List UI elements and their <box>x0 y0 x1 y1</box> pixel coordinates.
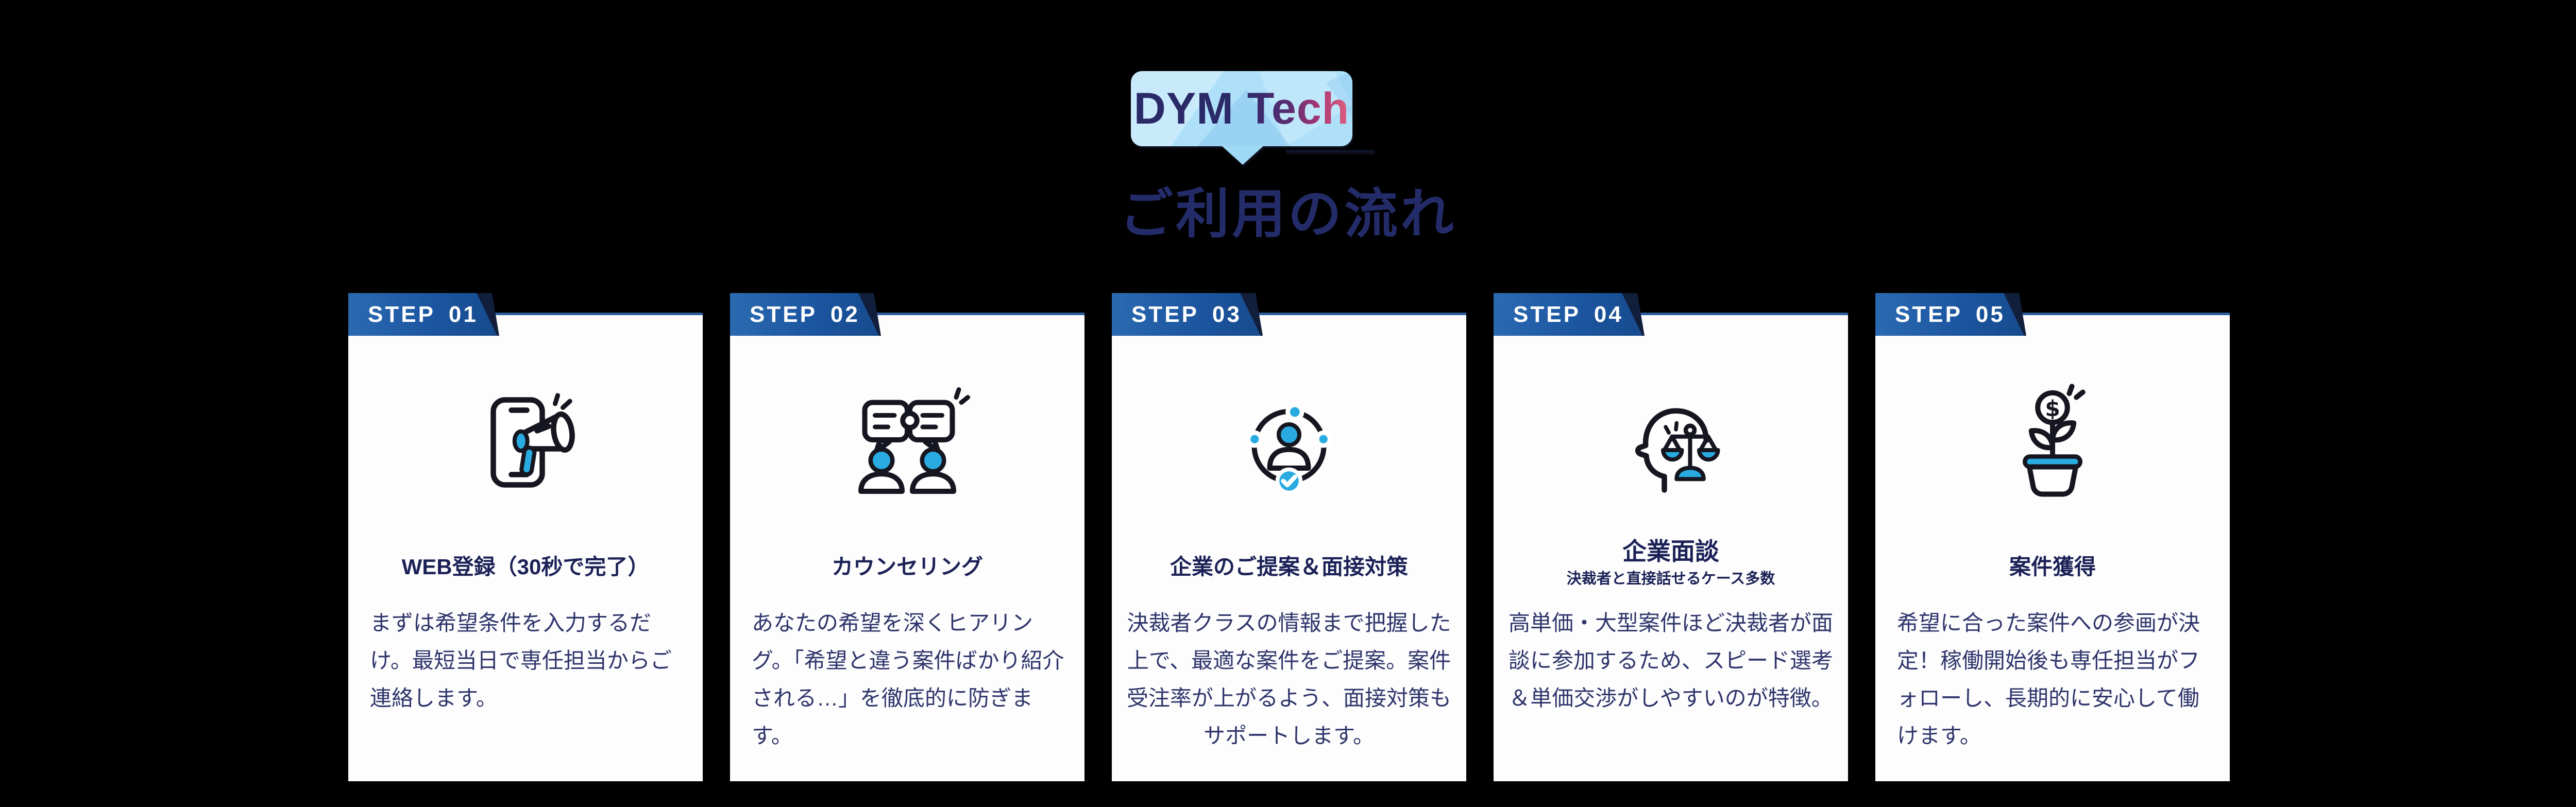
step-number: 01 <box>448 301 478 327</box>
step-card-01: STEP 01 WEB登録（30秒で完了） まずは希望条件を入力するだけ。最短当… <box>348 293 703 781</box>
step-banner: STEP 01 <box>348 293 497 336</box>
step-number: 04 <box>1594 301 1623 327</box>
step-banner: STEP 02 <box>730 293 879 336</box>
logo-bubble-tail <box>1221 145 1264 165</box>
money-plant-icon: $ <box>1875 370 2230 514</box>
step-label: STEP <box>1131 301 1199 327</box>
logo-dym: DYM <box>1133 83 1234 133</box>
card-body <box>1112 313 1466 781</box>
step-card-03: STEP 03 企業のご提案＆面接対策 決裁者クラスの情報まで把握した上で、最適… <box>1112 293 1466 781</box>
step-banner: STEP 03 <box>1112 293 1261 336</box>
step-title: 企業のご提案＆面接対策 <box>1170 555 1408 579</box>
step-label: STEP <box>368 301 435 327</box>
step-label: STEP <box>1513 301 1581 327</box>
phone-megaphone-icon <box>348 370 703 514</box>
step-label: STEP <box>750 301 817 327</box>
logo-bubble: DYM Tech <box>1131 71 1374 165</box>
logo-bubble-background <box>1131 71 1352 146</box>
step-card-02: STEP 02 カウンセリング あなたの希望を深くヒアリング。「希望と違う案件ば… <box>730 293 1084 781</box>
step-banner: STEP 04 <box>1494 293 1642 336</box>
step-description: あなたの希望を深くヒアリング。「希望と違う案件ばかり紹介される…」を徹底的に防ぎ… <box>752 611 1064 748</box>
step-title: 企業面談 <box>1622 538 1719 565</box>
logo-tech: Tech <box>1247 83 1350 133</box>
logo-bubble-shadow-line <box>1285 150 1374 152</box>
step-number: 03 <box>1212 301 1242 327</box>
step-number: 02 <box>830 301 860 327</box>
svg-text:$: $ <box>2045 397 2060 422</box>
step-description: 決裁者クラスの情報まで把握した上で、最適な案件をご提案。案件受注率が上がるよう、… <box>1126 611 1451 748</box>
step-card-04: STEP 04 企業面談 決裁者と直接話せるケース多数 高単価・大型案件ほど決裁… <box>1494 293 1848 781</box>
step-description: まずは希望条件を入力するだけ。最短当日で専任担当からご連絡します。 <box>370 611 672 710</box>
negotiation-scales-icon <box>1494 370 1848 514</box>
candidate-network-icon <box>1112 370 1466 514</box>
step-label: STEP <box>1895 301 1962 327</box>
step-title: WEB登録（30秒で完了） <box>401 555 650 579</box>
step-description: 希望に合った案件への参画が決定！稼働開始後も専任担当がフォローし、長期的に安心し… <box>1897 611 2200 748</box>
card-body <box>730 313 1084 781</box>
step-subtitle: 決裁者と直接話せるケース多数 <box>1566 571 1775 587</box>
step-description: 高単価・大型案件ほど決裁者が面談に参加するため、スピード選考＆単価交渉がしやすい… <box>1508 611 1833 710</box>
card-body <box>1494 313 1848 781</box>
step-banner: STEP 05 <box>1875 293 2024 336</box>
step-number: 05 <box>1975 301 2005 327</box>
counseling-icon <box>730 370 1084 514</box>
card-body <box>348 313 703 781</box>
step-card-05: STEP 05 $ 案件獲得 希望に合った案件への参画が決定！稼働開始後も専任担… <box>1875 293 2230 781</box>
page-title: ご利用の流れ <box>1119 184 1456 244</box>
step-title: カウンセリング <box>831 555 983 579</box>
step-title: 案件獲得 <box>2009 555 2096 579</box>
logo: DYM Tech <box>1131 71 1352 146</box>
